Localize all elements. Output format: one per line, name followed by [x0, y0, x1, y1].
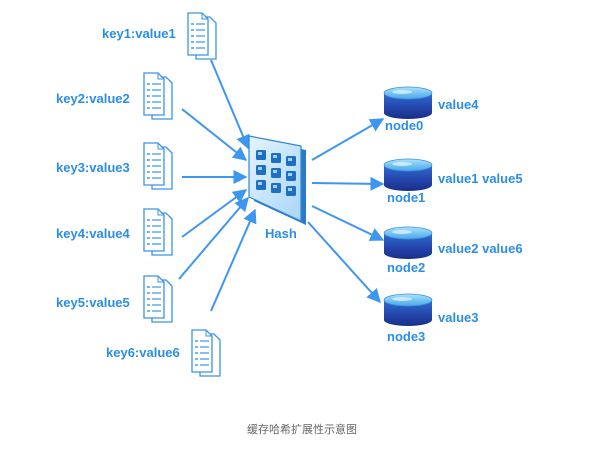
input-label-key2: key2:value2 [56, 91, 130, 106]
arrow-key5-to-hash [178, 196, 249, 280]
hash-label: Hash [265, 226, 297, 241]
storage-nodes [383, 86, 433, 326]
hash-grid-icon [248, 135, 306, 225]
database-cylinder-icon [383, 293, 433, 326]
arrow-hash-to-node1 [311, 176, 385, 191]
node-label-node0: node0 [385, 118, 423, 133]
arrow-key6-to-hash [210, 208, 257, 312]
input-label-key5: key5:value5 [56, 295, 130, 310]
database-cylinder-icon [383, 226, 433, 259]
arrow-hash-to-node0 [311, 118, 385, 161]
input-label-key4: key4:value4 [56, 226, 130, 241]
database-cylinder-icon [383, 86, 433, 119]
document-stack-icon [143, 72, 173, 120]
arrow-key1-to-hash [210, 59, 250, 150]
arrow-key2-to-hash [181, 108, 248, 161]
database-cylinder-icon [383, 158, 433, 191]
document-stack-icon [187, 12, 217, 60]
document-stack-icon [143, 275, 173, 323]
figure-caption: 缓存哈希扩展性示意图 [247, 423, 357, 436]
document-stack-icon [143, 142, 173, 190]
node-label-node2: node2 [387, 260, 425, 275]
node-values-node0: value4 [438, 97, 479, 112]
arrow-key4-to-hash [181, 189, 248, 238]
document-stack-icon [191, 329, 221, 377]
node-values-node3: value3 [438, 310, 478, 325]
arrow-hash-to-node3 [307, 221, 381, 304]
node-values-node1: value1 value5 [438, 171, 523, 186]
input-label-key6: key6:value6 [106, 345, 180, 360]
node-label-node3: node3 [387, 329, 425, 344]
arrows-group [178, 59, 385, 312]
input-label-key3: key3:value3 [56, 160, 130, 175]
document-stack-icon [143, 208, 173, 256]
arrow-hash-to-node2 [311, 205, 385, 241]
input-label-key1: key1:value1 [102, 26, 176, 41]
document-stacks [143, 12, 221, 377]
node-values-node2: value2 value6 [438, 241, 523, 256]
node-label-node1: node1 [387, 190, 425, 205]
